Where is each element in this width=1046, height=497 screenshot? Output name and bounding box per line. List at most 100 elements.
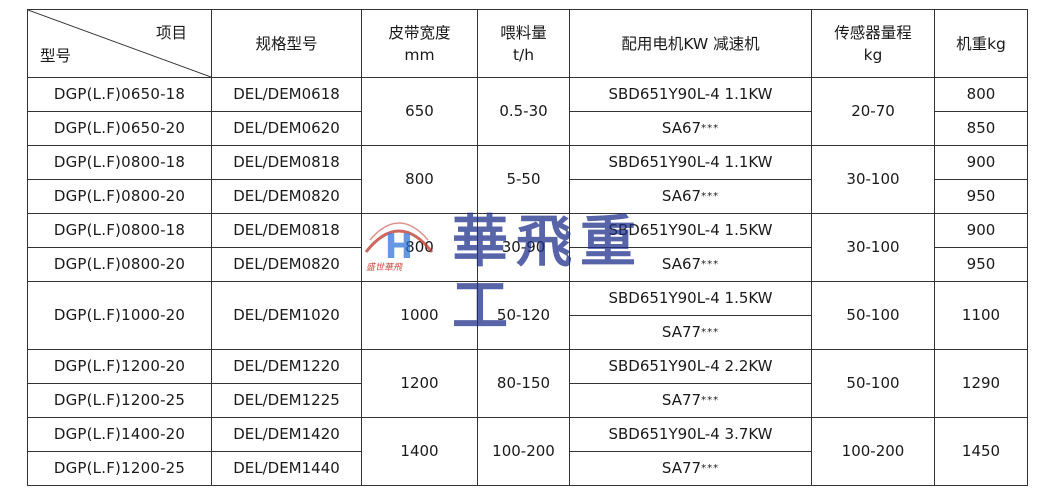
reducer-cell: SA77*** xyxy=(569,451,812,486)
stars-mark: *** xyxy=(701,259,720,270)
weight-cell: 1450 xyxy=(934,417,1028,486)
table-row: DGP(L.F)1200-20 DEL/DEM1220 1200 80-150 … xyxy=(27,349,1028,418)
model-cell: DGP(L.F)0650-18 xyxy=(27,77,212,112)
spec-cell: DEL/DEM1440 xyxy=(211,451,362,486)
model-cell: DGP(L.F)0800-18 xyxy=(27,213,212,248)
table-row: DGP(L.F)0800-18 DEL/DEM0818 800 30-90 SB… xyxy=(27,213,1028,282)
header-sensor-unit: kg xyxy=(863,45,883,64)
header-belt-width: 皮带宽度 mm xyxy=(361,9,478,78)
header-feed: 喂料量 t/h xyxy=(477,9,570,78)
reducer-label: SA67 xyxy=(661,119,702,137)
header-corner: 项目 型号 xyxy=(27,9,212,78)
sensor-cell: 50-100 xyxy=(811,281,935,350)
stars-mark: *** xyxy=(701,327,720,338)
table-row: DGP(L.F)1200-25 DEL/DEM1225 SA77*** xyxy=(27,383,1028,418)
spec-cell: DEL/DEM0820 xyxy=(211,247,362,282)
motor-cell: SBD651Y90L-4 1.1KW xyxy=(569,77,812,112)
belt-width-cell: 800 xyxy=(361,213,478,282)
table-row: DGP(L.F)1000-20 DEL/DEM1020 1000 50-120 … xyxy=(27,281,1028,350)
reducer-cell: SA77*** xyxy=(569,383,812,418)
motor-cell: SBD651Y90L-4 1.5KW xyxy=(569,213,812,248)
spec-cell: DEL/DEM1020 xyxy=(211,281,362,350)
header-model-label: 型号 xyxy=(40,47,72,65)
header-feed-label: 喂料量 xyxy=(500,23,547,42)
sensor-cell: 30-100 xyxy=(811,213,935,282)
diagonal-divider xyxy=(28,10,211,77)
stars-mark: *** xyxy=(701,463,720,474)
feed-cell: 80-150 xyxy=(477,349,570,418)
stars-mark: *** xyxy=(701,395,720,406)
spec-cell: DEL/DEM0818 xyxy=(211,213,362,248)
header-belt-width-unit: mm xyxy=(404,45,435,64)
header-motor: 配用电机KW 减速机 xyxy=(569,9,812,78)
model-cell: DGP(L.F)0800-20 xyxy=(27,247,212,282)
model-cell: DGP(L.F)1200-25 xyxy=(27,383,212,418)
model-cell: DGP(L.F)1400-20 xyxy=(27,417,212,452)
table-row: SA77*** xyxy=(28,315,1028,350)
spec-cell: DEL/DEM0618 xyxy=(211,77,362,112)
weight-cell: 850 xyxy=(934,111,1028,146)
sensor-cell: 30-100 xyxy=(811,145,935,214)
table-row: DGP(L.F)1200-25 DEL/DEM1440 SA77*** xyxy=(27,451,1028,486)
reducer-label: SA67 xyxy=(661,255,702,273)
spec-cell: DEL/DEM1225 xyxy=(211,383,362,418)
model-cell: DGP(L.F)1200-20 xyxy=(27,349,212,384)
model-cell: DGP(L.F)1000-20 xyxy=(27,281,212,350)
spec-cell: DEL/DEM0818 xyxy=(211,145,362,180)
stars-mark: *** xyxy=(701,123,720,134)
model-cell: DGP(L.F)0800-18 xyxy=(27,145,212,180)
model-cell: DGP(L.F)0650-20 xyxy=(27,111,212,146)
table-row: DGP(L.F)0800-18 DEL/DEM0818 800 5-50 SBD… xyxy=(27,145,1028,214)
header-sensor: 传感器量程 kg xyxy=(811,9,935,78)
spec-cell: DEL/DEM1420 xyxy=(211,417,362,452)
sensor-cell: 50-100 xyxy=(811,349,935,418)
header-feed-unit: t/h xyxy=(512,45,535,64)
reducer-label: SA77 xyxy=(661,323,702,341)
reducer-cell: SA77*** xyxy=(569,315,812,350)
motor-cell: SBD651Y90L-4 2.2KW xyxy=(569,349,812,384)
belt-width-cell: 1400 xyxy=(361,417,478,486)
belt-width-cell: 1000 xyxy=(361,281,478,350)
feed-cell: 50-120 xyxy=(477,281,570,350)
reducer-cell: SA67*** xyxy=(569,179,812,214)
reducer-label: SA77 xyxy=(661,459,702,477)
spec-table: 项目 型号 规格型号 皮带宽度 mm 喂料量 t/h 配用电机KW 减速机 传感… xyxy=(27,9,1028,486)
header-sensor-label: 传感器量程 xyxy=(834,23,912,42)
table-row: DGP(L.F)1400-20 DEL/DEM1420 1400 100-200… xyxy=(27,417,1028,486)
reducer-cell: SA67*** xyxy=(569,247,812,282)
weight-cell: 950 xyxy=(934,179,1028,214)
weight-cell: 900 xyxy=(934,213,1028,248)
header-row: 项目 型号 规格型号 皮带宽度 mm 喂料量 t/h 配用电机KW 减速机 传感… xyxy=(27,9,1028,78)
feed-cell: 0.5-30 xyxy=(477,77,570,146)
reducer-label: SA67 xyxy=(661,187,702,205)
model-cell: DGP(L.F)1200-25 xyxy=(27,451,212,486)
stars-mark: *** xyxy=(701,191,720,202)
feed-cell: 30-90 xyxy=(477,213,570,282)
header-belt-width-label: 皮带宽度 xyxy=(388,23,451,42)
belt-width-cell: 1200 xyxy=(361,349,478,418)
weight-cell: 1290 xyxy=(934,349,1028,418)
motor-cell: SBD651Y90L-4 1.5KW xyxy=(569,281,812,316)
header-weight: 机重kg xyxy=(934,9,1028,78)
sensor-cell: 20-70 xyxy=(811,77,935,146)
spec-cell: DEL/DEM0820 xyxy=(211,179,362,214)
header-item-label: 项目 xyxy=(155,24,187,42)
header-spec: 规格型号 xyxy=(211,9,362,78)
table-row: DGP(L.F)0650-18 DEL/DEM0618 650 0.5-30 S… xyxy=(27,77,1028,146)
weight-cell: 800 xyxy=(934,77,1028,112)
spec-cell: DEL/DEM0620 xyxy=(211,111,362,146)
table-row: DGP(L.F)0800-20 DEL/DEM0820 SA67*** 950 xyxy=(27,179,1028,214)
motor-cell: SBD651Y90L-4 1.1KW xyxy=(569,145,812,180)
feed-cell: 5-50 xyxy=(477,145,570,214)
weight-cell: 900 xyxy=(934,145,1028,180)
model-cell: DGP(L.F)0800-20 xyxy=(27,179,212,214)
belt-width-cell: 650 xyxy=(361,77,478,146)
sensor-cell: 100-200 xyxy=(811,417,935,486)
reducer-cell: SA67*** xyxy=(569,111,812,146)
reducer-label: SA77 xyxy=(661,391,702,409)
belt-width-cell: 800 xyxy=(361,145,478,214)
spec-cell: DEL/DEM1220 xyxy=(211,349,362,384)
motor-cell: SBD651Y90L-4 3.7KW xyxy=(569,417,812,452)
weight-cell: 1100 xyxy=(934,281,1028,350)
feed-cell: 100-200 xyxy=(477,417,570,486)
